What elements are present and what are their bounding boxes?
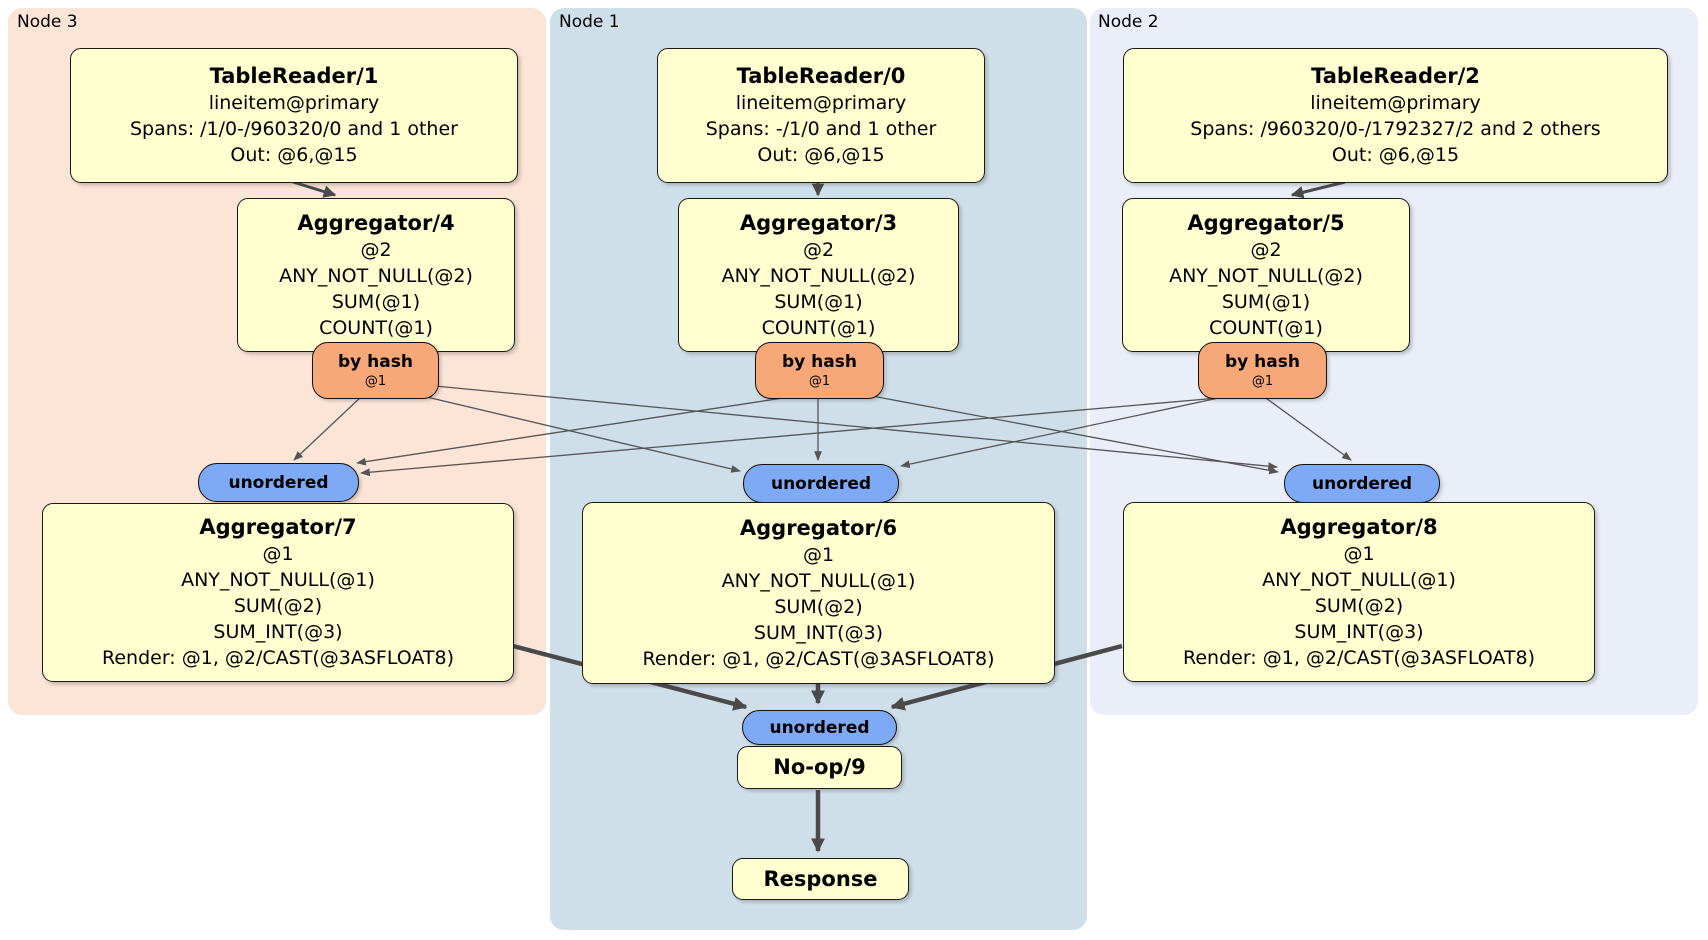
router-label: by hash <box>1225 352 1300 372</box>
processor-detail: SUM(@2) <box>1314 594 1404 617</box>
router-key: @1 <box>364 374 387 389</box>
processor-title: TableReader/1 <box>209 64 379 88</box>
processor-detail: COUNT(@1) <box>761 316 876 339</box>
processor-noop-9: No-op/9 <box>737 746 902 789</box>
processor-detail: ANY_NOT_NULL(@1) <box>1262 568 1456 591</box>
processor-aggregator-3: Aggregator/3 @2 ANY_NOT_NULL(@2) SUM(@1)… <box>678 198 959 352</box>
processor-aggregator-4: Aggregator/4 @2 ANY_NOT_NULL(@2) SUM(@1)… <box>237 198 515 352</box>
processor-detail: Spans: /960320/0-/1792327/2 and 2 others <box>1190 118 1601 140</box>
router-by-hash-5: by hash @1 <box>1198 342 1327 399</box>
processor-detail: SUM_INT(@3) <box>753 621 884 644</box>
processor-detail: COUNT(@1) <box>1209 316 1323 339</box>
processor-detail: Render: @1, @2/CAST(@3ASFLOAT8) <box>642 647 995 670</box>
processor-aggregator-5: Aggregator/5 @2 ANY_NOT_NULL(@2) SUM(@1)… <box>1122 198 1410 352</box>
processor-title: No-op/9 <box>773 755 866 779</box>
processor-aggregator-6: Aggregator/6 @1 ANY_NOT_NULL(@1) SUM(@2)… <box>582 502 1055 684</box>
processor-detail: lineitem@primary <box>208 92 380 114</box>
processor-detail: ANY_NOT_NULL(@1) <box>721 569 916 592</box>
response-box: Response <box>732 858 909 900</box>
processor-detail: Out: @6,@15 <box>1331 144 1460 166</box>
processor-detail: SUM(@2) <box>774 595 863 618</box>
processor-detail: Out: @6,@15 <box>757 144 885 166</box>
processor-detail: ANY_NOT_NULL(@2) <box>1169 264 1363 287</box>
router-label: by hash <box>782 352 857 372</box>
processor-title: Response <box>763 866 878 891</box>
processor-detail: @2 <box>1250 238 1282 261</box>
processor-detail: ANY_NOT_NULL(@2) <box>279 264 473 287</box>
processor-title: Aggregator/7 <box>199 515 357 539</box>
processor-detail: @2 <box>802 238 835 261</box>
processor-detail: Spans: /1/0-/960320/0 and 1 other <box>130 118 458 140</box>
processor-detail: Render: @1, @2/CAST(@3ASFLOAT8) <box>1183 646 1535 669</box>
processor-detail: SUM_INT(@3) <box>1294 620 1424 643</box>
sync-unordered-left: unordered <box>198 463 359 502</box>
node-group-label: Node 3 <box>17 12 78 32</box>
processor-detail: SUM(@1) <box>774 290 863 313</box>
router-by-hash-4: by hash @1 <box>312 342 439 399</box>
processor-detail: SUM(@2) <box>233 595 323 617</box>
processor-detail: SUM_INT(@3) <box>213 621 343 643</box>
processor-detail: @1 <box>1343 542 1375 565</box>
processor-title: Aggregator/5 <box>1187 210 1345 235</box>
processor-detail: ANY_NOT_NULL(@1) <box>181 569 375 591</box>
router-by-hash-3: by hash @1 <box>755 342 884 399</box>
sync-unordered-middle: unordered <box>743 464 899 503</box>
processor-title: Aggregator/4 <box>297 210 455 235</box>
sync-unordered-final: unordered <box>742 710 897 745</box>
router-key: @1 <box>1251 374 1274 389</box>
processor-detail: SUM(@1) <box>331 290 421 313</box>
processor-title: Aggregator/6 <box>739 515 898 540</box>
processor-detail: COUNT(@1) <box>319 316 433 339</box>
processor-tablereader-1: TableReader/1 lineitem@primary Spans: /1… <box>70 48 518 183</box>
processor-detail: ANY_NOT_NULL(@2) <box>721 264 916 287</box>
processor-detail: Spans: -/1/0 and 1 other <box>705 118 937 140</box>
sync-unordered-right: unordered <box>1284 464 1440 503</box>
processor-aggregator-8: Aggregator/8 @1 ANY_NOT_NULL(@1) SUM(@2)… <box>1123 502 1595 682</box>
processor-detail: Render: @1, @2/CAST(@3ASFLOAT8) <box>102 647 454 669</box>
processor-detail: @1 <box>802 543 835 566</box>
processor-title: Aggregator/3 <box>739 210 898 235</box>
node-group-label: Node 2 <box>1098 12 1159 32</box>
processor-detail: lineitem@primary <box>1310 92 1481 114</box>
processor-detail: @2 <box>360 238 392 261</box>
router-key: @1 <box>808 374 831 389</box>
node-group-label: Node 1 <box>559 12 620 32</box>
processor-title: TableReader/0 <box>736 64 906 88</box>
processor-detail: @1 <box>262 543 294 565</box>
processor-title: TableReader/2 <box>1311 64 1480 88</box>
processor-aggregator-7: Aggregator/7 @1 ANY_NOT_NULL(@1) SUM(@2)… <box>42 503 514 682</box>
processor-tablereader-0: TableReader/0 lineitem@primary Spans: -/… <box>657 48 985 183</box>
processor-detail: SUM(@1) <box>1221 290 1311 313</box>
processor-detail: Out: @6,@15 <box>230 144 358 166</box>
processor-tablereader-2: TableReader/2 lineitem@primary Spans: /9… <box>1123 48 1668 183</box>
router-label: by hash <box>338 352 413 372</box>
processor-detail: lineitem@primary <box>735 92 907 114</box>
processor-title: Aggregator/8 <box>1280 514 1438 539</box>
